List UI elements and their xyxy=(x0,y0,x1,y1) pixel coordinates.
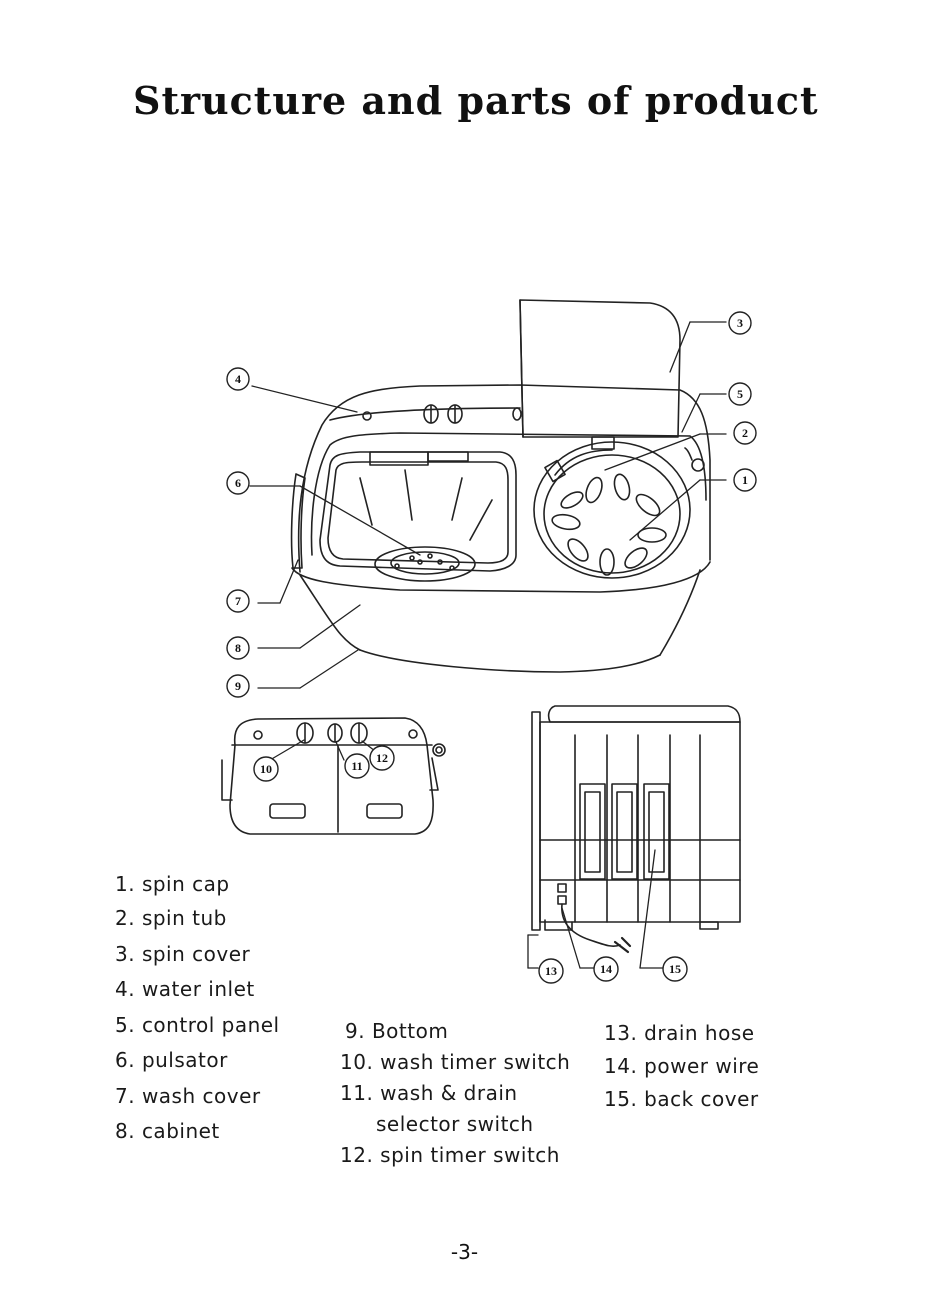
callout-7 xyxy=(226,589,250,613)
callout-label: 4 xyxy=(235,372,241,386)
spin-cap xyxy=(551,473,667,576)
pulsator xyxy=(374,546,476,582)
legend-item: 1. spin cap xyxy=(115,872,230,896)
legend-item: 10. wash timer switch xyxy=(340,1050,571,1074)
callout-2 xyxy=(733,421,757,445)
callout-label: 1 xyxy=(742,473,748,487)
callout-label: 9 xyxy=(235,679,241,693)
callout-label: 8 xyxy=(235,641,241,655)
legend-item: 2. spin tub xyxy=(115,906,227,930)
callout-label: 3 xyxy=(737,316,743,330)
callout-label: 11 xyxy=(351,759,362,773)
legend-item: 5. control panel xyxy=(115,1013,280,1037)
callout-15 xyxy=(662,956,688,982)
back-view xyxy=(531,705,741,954)
control-panel-detail xyxy=(221,717,446,835)
callout-label: 2 xyxy=(742,426,748,440)
callout-5 xyxy=(728,382,752,406)
cabinet xyxy=(291,561,711,593)
callout-label: 12 xyxy=(376,751,388,765)
wash-tub xyxy=(319,451,517,572)
legend-item: 4. water inlet xyxy=(115,977,255,1001)
legend-item: 12. spin timer switch xyxy=(340,1143,560,1167)
page-title: Structure and parts of product xyxy=(133,78,819,123)
callout-4 xyxy=(226,367,250,391)
bottom xyxy=(359,649,661,673)
legend-item: 3. spin cover xyxy=(115,942,251,966)
legend-item: 11. wash & drain xyxy=(340,1081,518,1105)
spin-tub xyxy=(533,441,691,579)
legend-item: 7. wash cover xyxy=(115,1084,261,1108)
callout-11 xyxy=(344,753,370,779)
legend-item: 6. pulsator xyxy=(115,1048,228,1072)
legend-item: 13. drain hose xyxy=(604,1021,755,1045)
legend-item: 15. back cover xyxy=(604,1087,759,1111)
callout-label: 10 xyxy=(260,762,272,776)
callout-label: 14 xyxy=(600,962,612,976)
water-inlet-icon xyxy=(362,411,372,421)
callout-label: 13 xyxy=(545,964,557,978)
callout-1 xyxy=(733,468,757,492)
callout-label: 6 xyxy=(235,476,241,490)
callout-6 xyxy=(226,471,250,495)
callout-3 xyxy=(728,311,752,335)
spin-cover xyxy=(519,299,681,438)
callout-label: 7 xyxy=(235,594,241,608)
callout-9 xyxy=(226,674,250,698)
callout-10 xyxy=(253,756,279,782)
callout-label: 5 xyxy=(737,387,743,401)
page-number: -3- xyxy=(450,1240,479,1264)
legend-item: 14. power wire xyxy=(604,1054,760,1078)
power-wire xyxy=(561,903,621,947)
legend-item: selector switch xyxy=(376,1112,534,1136)
callout-13 xyxy=(538,958,564,984)
callout-label: 15 xyxy=(669,962,681,976)
legend-item: 8. cabinet xyxy=(115,1119,220,1143)
callout-12 xyxy=(369,745,395,771)
washer-main-view xyxy=(290,299,711,673)
wash-cover xyxy=(290,473,306,569)
callout-8 xyxy=(226,636,250,660)
callout-14 xyxy=(593,956,619,982)
legend-item: 9. Bottom xyxy=(345,1019,449,1043)
